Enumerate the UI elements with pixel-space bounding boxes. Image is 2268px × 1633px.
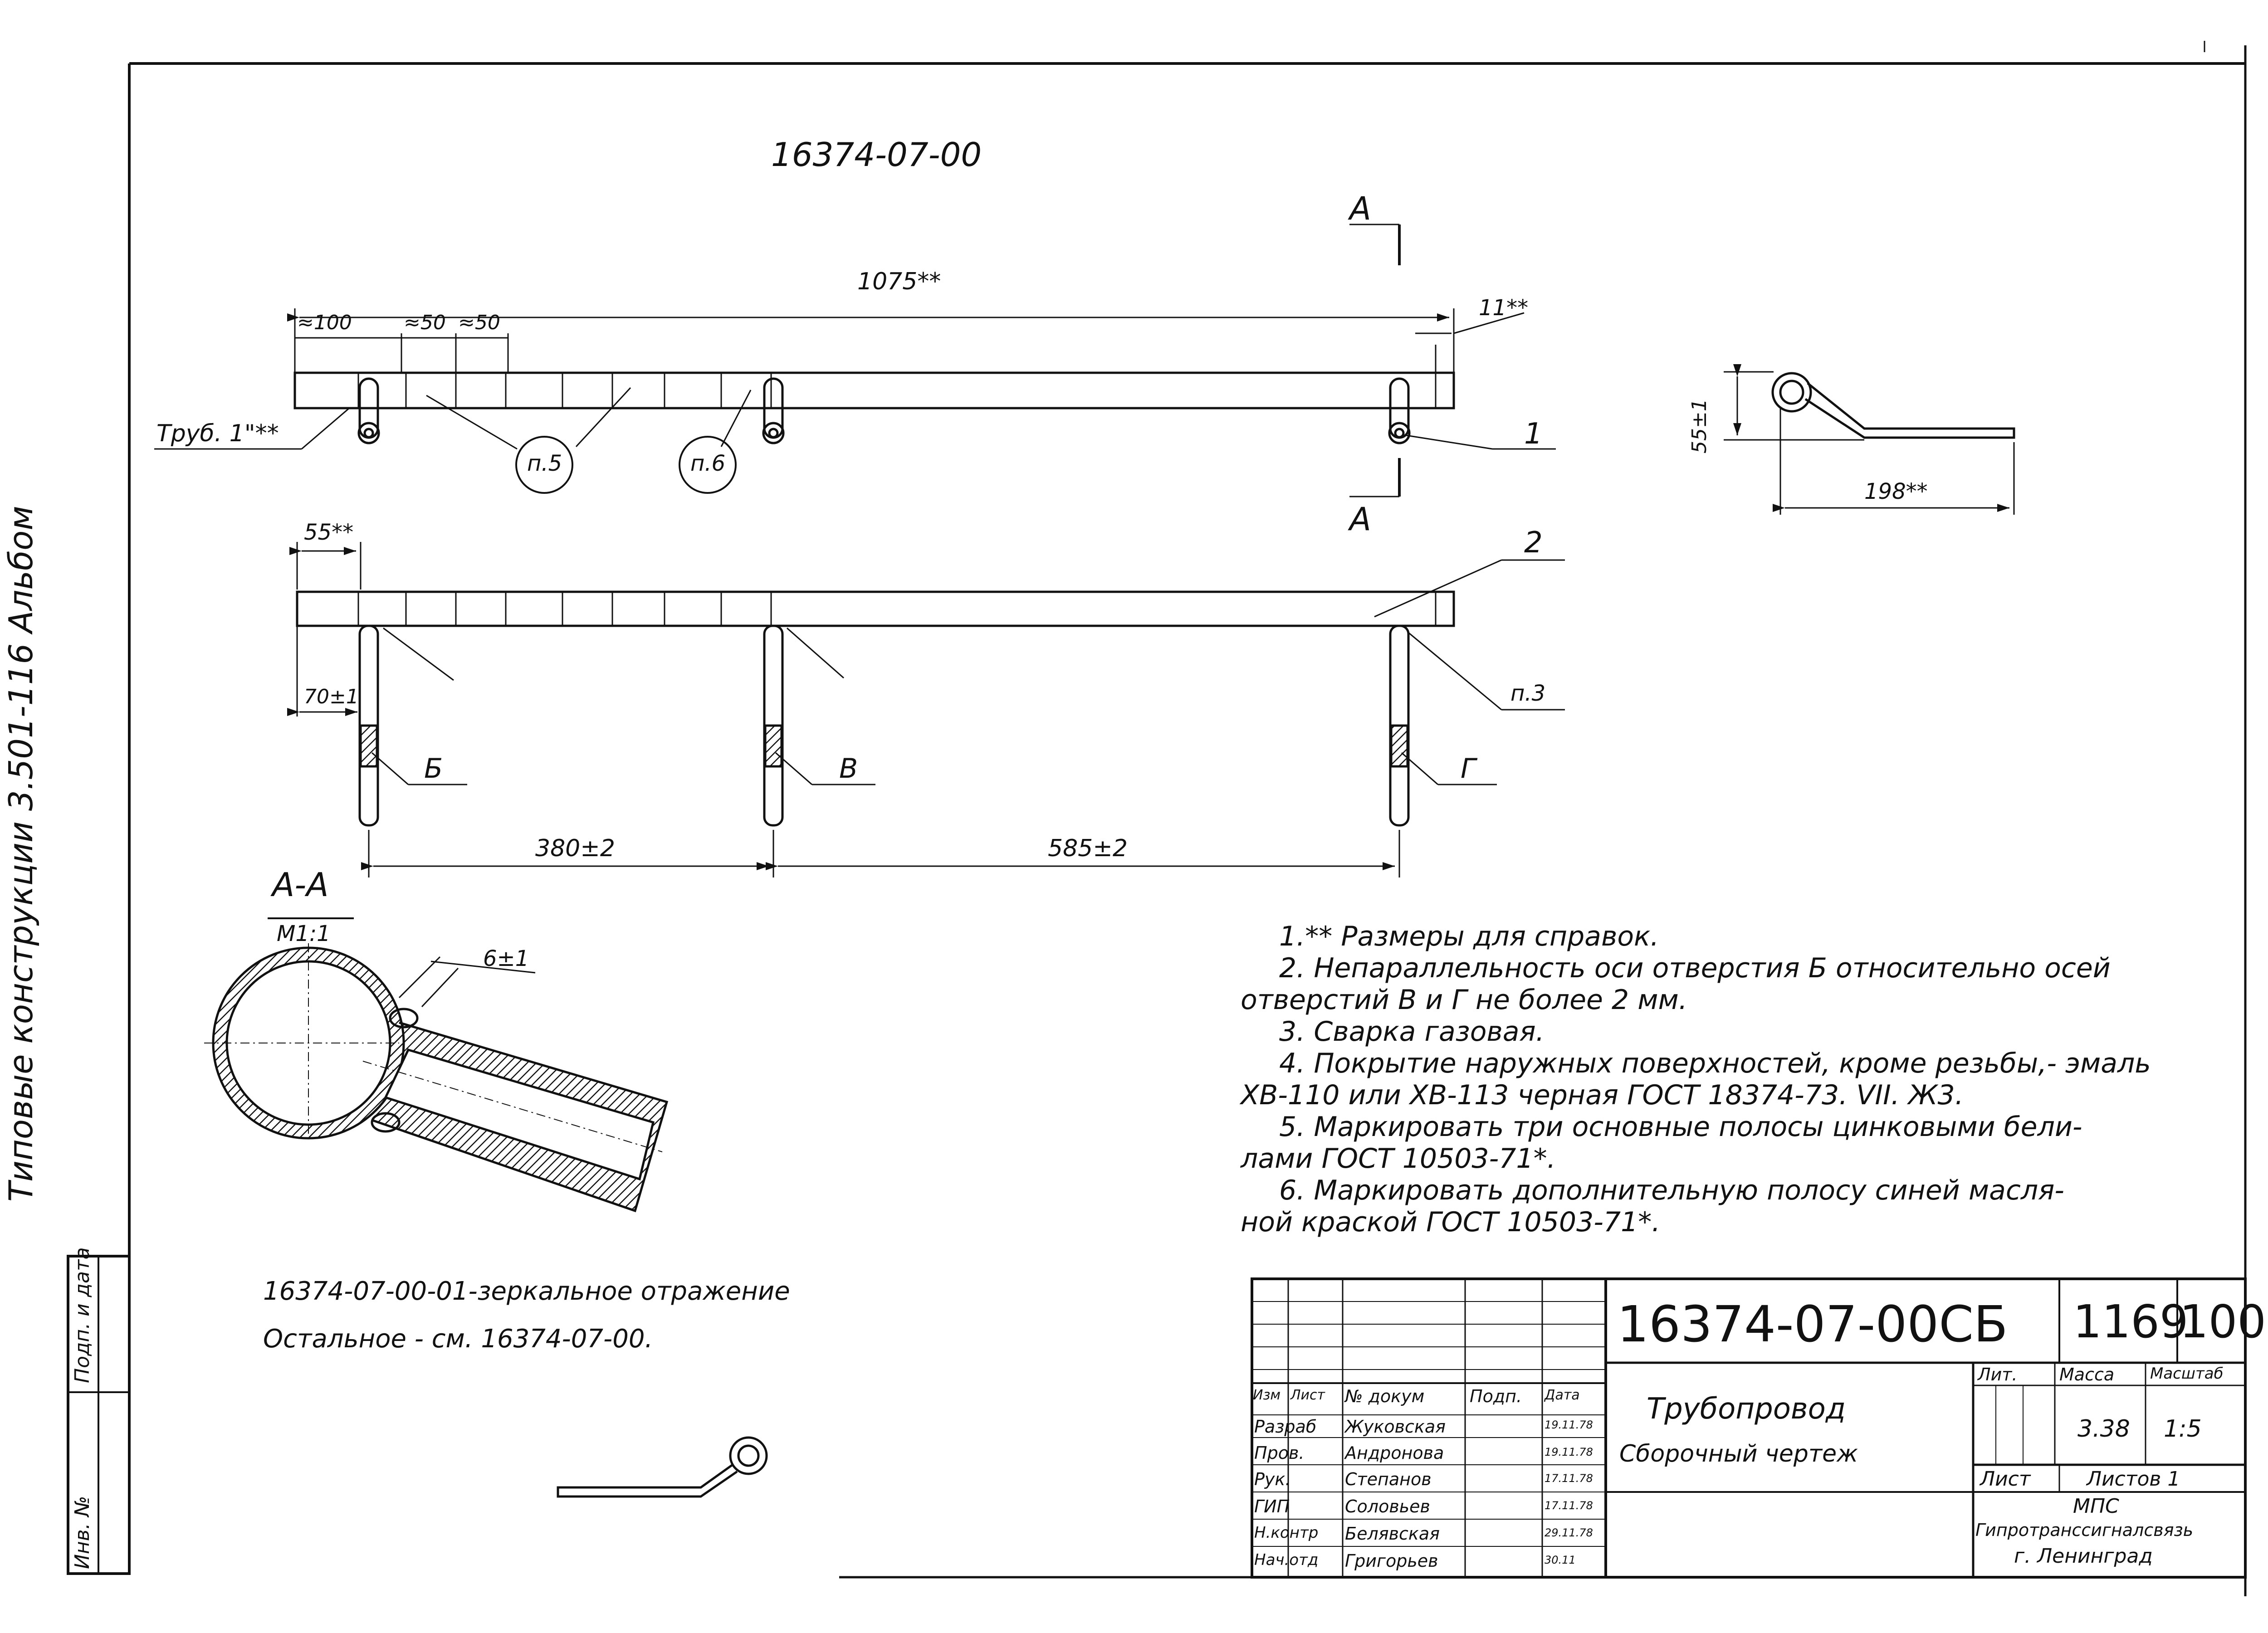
front-view	[287, 542, 1565, 877]
sign-date-label: Подп. и дата	[71, 1247, 94, 1383]
dim-stripe-a: ≈50	[404, 311, 446, 334]
mass-value: 3.38	[2077, 1415, 2130, 1443]
note-line: лами ГОСТ 10503-71*.	[1241, 1143, 1556, 1175]
doc-number: 16374-07-00СБ	[1617, 1295, 2008, 1353]
role: Разраб	[1254, 1417, 1317, 1437]
hole-v: В	[839, 753, 858, 785]
note-line: ной краской ГОСТ 10503-71*.	[1241, 1206, 1661, 1238]
col-header: Дата	[1545, 1387, 1580, 1403]
note-line: 1.** Размеры для справок.	[1279, 921, 1659, 952]
drawing-number-top: 16374-07-00	[771, 136, 982, 174]
col-header: № докум	[1345, 1386, 1425, 1406]
col-header: Подп.	[1470, 1386, 1522, 1406]
dim-depth: 198**	[1864, 479, 1928, 504]
role: Нач.отд	[1254, 1551, 1319, 1569]
dim-stripe-b: ≈50	[458, 311, 500, 334]
note-line: ХВ-110 или ХВ-113 черная ГОСТ 18374-73. …	[1241, 1079, 1964, 1111]
note-line: 6. Маркировать дополнительную полосу син…	[1279, 1175, 2064, 1206]
col-header: Изм	[1253, 1387, 1281, 1403]
org-city: г. Ленинград	[2014, 1545, 2153, 1568]
note-line: 2. Непараллельность оси отверстия Б отно…	[1279, 952, 2111, 984]
mass-label: Масса	[2059, 1365, 2115, 1384]
dim-left-offset: ≈100	[297, 311, 352, 334]
page-number: 100	[2180, 1295, 2266, 1348]
mirror-note-1: 16374-07-00-01-зеркальное отражение	[263, 1277, 790, 1306]
hole-g: Г	[1461, 753, 1476, 785]
note-line: 3. Сварка газовая.	[1279, 1016, 1545, 1048]
dim-stud-length: 70±1	[304, 685, 359, 708]
person: Соловьев	[1345, 1497, 1430, 1516]
inv-label: Инв. №	[71, 1496, 94, 1569]
col-header: Лист	[1290, 1387, 1325, 1403]
note-line: 4. Покрытие наружных поверхностей, кроме…	[1279, 1048, 2151, 1079]
ref-p6: п.6	[690, 451, 726, 476]
scale-value: 1:5	[2164, 1415, 2202, 1443]
item-name: Трубопровод	[1647, 1392, 1846, 1426]
role: Н.контр	[1254, 1524, 1319, 1542]
person: Белявская	[1345, 1524, 1440, 1544]
dim-front-left: 55**	[304, 520, 354, 545]
top-view	[154, 224, 1556, 497]
side-view	[1724, 364, 2015, 515]
ref-p3: п.3	[1510, 681, 1546, 706]
role: Рук.	[1254, 1469, 1291, 1489]
role: Пров.	[1254, 1443, 1305, 1463]
person: Жуковская	[1345, 1417, 1446, 1437]
note-line: 5. Маркировать три основные полосы цинко…	[1279, 1111, 2082, 1143]
date: 19.11.78	[1545, 1419, 1593, 1431]
dim-span-1: 380±2	[535, 835, 615, 862]
section-title: А-А	[272, 866, 329, 904]
date: 19.11.78	[1545, 1446, 1593, 1458]
section-scale: М1:1	[277, 921, 331, 946]
dim-height: 55±1	[1688, 399, 1711, 453]
note-line: отверстий В и Г не более 2 мм.	[1241, 984, 1687, 1016]
lit-label: Лит.	[1978, 1365, 2018, 1384]
org-ministry: МПС	[2073, 1495, 2119, 1518]
hole-b: Б	[424, 753, 443, 785]
person: Степанов	[1345, 1469, 1432, 1489]
pipe-label: Труб. 1"**	[156, 420, 279, 447]
scale-label: Масштаб	[2150, 1365, 2224, 1383]
role: ГИП	[1254, 1497, 1290, 1516]
section-a-a	[204, 917, 669, 1213]
album-title: Типовые конструкции 3.501-116 Альбом	[2, 506, 40, 1202]
position-1: 1	[1524, 417, 1543, 451]
sheet-label: Лист	[1980, 1467, 2031, 1491]
date: 17.11.78	[1545, 1472, 1593, 1485]
person: Григорьев	[1345, 1551, 1438, 1571]
org-institute: Гипротранссигналсвязь	[1975, 1520, 2194, 1540]
section-mark-top: А	[1349, 190, 1371, 227]
mirror-note-2: Остальное - см. 16374-07-00.	[263, 1324, 653, 1354]
section-mark-bottom: А	[1349, 501, 1371, 538]
date: 17.11.78	[1545, 1499, 1593, 1512]
album-code: 1169	[2073, 1295, 2189, 1348]
sheets-label: Листов 1	[2087, 1467, 2180, 1491]
person: Андронова	[1345, 1443, 1444, 1463]
ref-p5: п.5	[527, 451, 562, 476]
dim-weld: 6±1	[483, 946, 529, 971]
dim-overall: 1075**	[857, 268, 941, 295]
dim-span-2: 585±2	[1048, 835, 1128, 862]
position-2: 2	[1524, 526, 1543, 560]
title-block-grid	[1251, 1277, 2247, 1579]
date: 30.11	[1545, 1554, 1576, 1566]
doc-type: Сборочный чертеж	[1619, 1440, 1858, 1467]
dim-end: 11**	[1479, 295, 1529, 321]
date: 29.11.78	[1545, 1526, 1593, 1539]
mirror-sketch	[557, 1436, 768, 1498]
